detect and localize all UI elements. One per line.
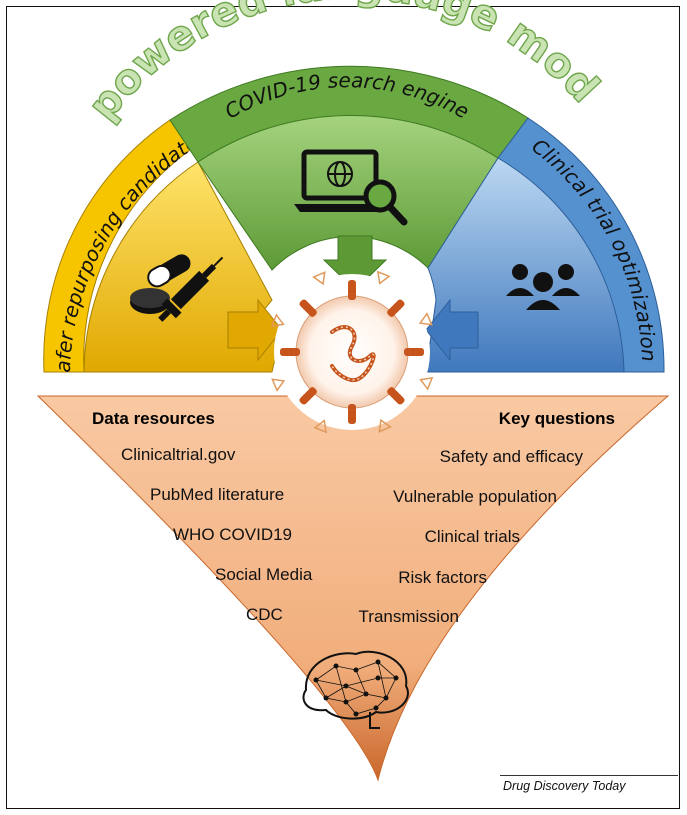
journal-credit: Drug Discovery Today	[503, 779, 626, 793]
people-group-icon	[506, 264, 580, 310]
coronavirus-icon	[270, 270, 434, 434]
data-resource-item: WHO COVID19	[173, 525, 292, 544]
key-question-item: Clinical trials	[425, 527, 520, 546]
laptop-globe-search-icon	[294, 149, 408, 226]
credit-rule	[500, 775, 678, 776]
arrow-left-icon	[227, 298, 283, 362]
data-resources-heading: Data resources	[92, 409, 215, 428]
bottom-triangle	[36, 395, 670, 782]
pill-syringe-icon	[130, 254, 224, 322]
key-questions-heading: Key questions	[499, 409, 615, 428]
brain-network-icon	[302, 650, 409, 729]
arrow-right-icon	[425, 298, 479, 362]
key-question-item: Risk factors	[398, 568, 487, 587]
figure-frame	[6, 6, 680, 809]
key-question-item: Vulnerable population	[393, 487, 557, 506]
data-resource-item: PubMed literature	[150, 485, 284, 504]
key-question-item: Transmission	[359, 607, 459, 626]
data-resource-item: Social Media	[215, 565, 313, 584]
arrow-down-icon	[322, 235, 388, 291]
key-question-item: Safety and efficacy	[440, 447, 584, 466]
data-resource-item: Clinicaltrial.gov	[121, 445, 236, 464]
data-resource-item: CDC	[246, 605, 283, 624]
middle-sector	[169, 65, 529, 271]
